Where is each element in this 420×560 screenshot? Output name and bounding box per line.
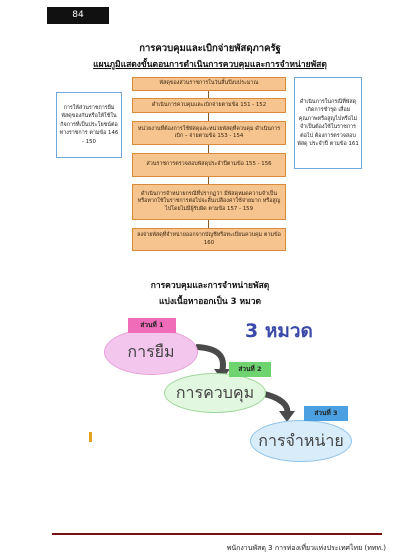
categories-subheading: แบ่งเนื้อหาออกเป็น 3 หมวด (158, 297, 262, 307)
footer-text: พนักงานพัสดุ 3 การท่องเที่ยวแห่งประเทศไท… (226, 544, 386, 552)
category-2-tag-label: ส่วนที่ 2 (238, 365, 262, 373)
flow-step-5: ดำเนินการจำหน่ายกรณีที่ปรากฏว่า มีพัสดุห… (132, 184, 286, 220)
flow-step-2: ดำเนินการควบคุมและเบิกจ่ายตามข้อ 151 - 1… (132, 98, 286, 113)
category-2-tag: ส่วนที่ 2 (229, 362, 271, 377)
curved-arrow-icon (195, 344, 226, 373)
category-2-label: การควบคุม (175, 382, 255, 402)
flowchart-title: แผนภูมิแสดงขั้นตอนการดำเนินการควบคุมและก… (93, 60, 327, 70)
page-title: การควบคุมและเบิกจ่ายพัสดุภาครัฐ (139, 43, 281, 54)
flow-step-4: ส่วนราชการตรวจสอบพัสดุประจำปีตามข้อ 155 … (132, 153, 286, 177)
category-3-tag: ส่วนที่ 3 (304, 406, 348, 421)
right-note: ดำเนินการในกรณีที่พัสดุเกิดการชำรุด เสื่… (294, 77, 362, 169)
bullet-mark (89, 432, 92, 442)
flow-connector (208, 177, 209, 184)
page-number: 84 (47, 7, 109, 24)
category-3-label: การจำหน่าย (258, 430, 344, 450)
flow-step-6: ลงจ่ายพัสดุที่จำหน่ายออกจากบัญชีหรือทะเบ… (132, 228, 286, 251)
left-note: การให้ส่วนราชการยืมพัสดุของกันหรือให้ใช้… (56, 92, 122, 158)
category-1-tag-label: ส่วนที่ 1 (140, 321, 164, 329)
category-1-tag: ส่วนที่ 1 (128, 318, 176, 333)
flow-connector (208, 91, 209, 98)
category-3-ellipse: การจำหน่าย (250, 420, 352, 462)
flow-step-1: พัสดุของส่วนราชการในวันสิ้นปีงบประมาณ (132, 77, 286, 91)
category-1-label: การยืม (127, 341, 175, 361)
footer-rule (52, 533, 382, 535)
flow-step-3: หน่วยงานที่ต้องการใช้พัสดุและหน่วยพัสดุท… (132, 121, 286, 145)
category-2-ellipse: การควบคุม (164, 373, 266, 413)
categories-heading: การควบคุมและการจำหน่ายพัสดุ (150, 281, 270, 291)
category-1-ellipse: การยืม (104, 329, 198, 375)
flow-connector (208, 113, 209, 121)
category-3-tag-label: ส่วนที่ 3 (314, 409, 338, 417)
flow-connector (208, 145, 209, 153)
category-count: 3 หมวด (245, 320, 313, 342)
flow-connector (208, 220, 209, 228)
